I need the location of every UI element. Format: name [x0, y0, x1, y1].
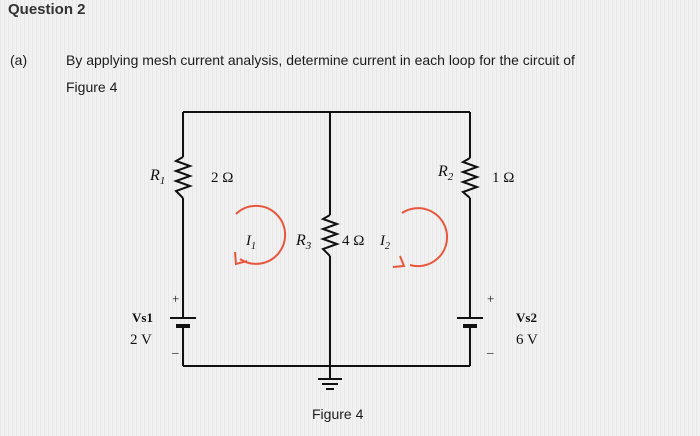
- mesh-current-i1-arrow: [234, 204, 287, 266]
- r1-value: 2 Ω: [211, 170, 233, 186]
- vs2-plus-sign: +: [487, 291, 494, 306]
- resistor-r3-symbol: [320, 214, 340, 257]
- ground-symbol: [318, 378, 342, 390]
- part-label: (a): [10, 52, 28, 68]
- mesh-current-i2-arrow: [392, 207, 449, 268]
- question-text-line-2: Figure 4: [66, 79, 118, 95]
- r1-label: R1: [149, 167, 165, 187]
- i2-label: I2: [379, 233, 390, 252]
- resistor-r2-symbol: [460, 157, 480, 199]
- i1-label: I1: [245, 233, 256, 252]
- battery-vs2-symbol: [457, 317, 483, 328]
- vs1-label: Vs1: [132, 310, 153, 325]
- battery-vs1-symbol: [170, 317, 196, 328]
- question-text-line-1: By applying mesh current analysis, deter…: [66, 52, 575, 68]
- vs1-value: 2 V: [130, 332, 152, 348]
- vs2-label: Vs2: [516, 310, 537, 325]
- r3-label: R3: [295, 232, 312, 252]
- vs1-plus-sign: +: [172, 291, 179, 306]
- vs2-minus-sign: _: [486, 340, 494, 355]
- vs1-minus-sign: _: [171, 340, 179, 355]
- r3-value: 4 Ω: [342, 233, 364, 249]
- r2-label: R2: [437, 163, 454, 183]
- r2-value: 1 Ω: [492, 170, 514, 186]
- question-heading: Question 2: [8, 1, 86, 18]
- figure-caption: Figure 4: [312, 406, 364, 422]
- vs2-value: 6 V: [516, 332, 538, 348]
- resistor-r1-symbol: [173, 156, 193, 199]
